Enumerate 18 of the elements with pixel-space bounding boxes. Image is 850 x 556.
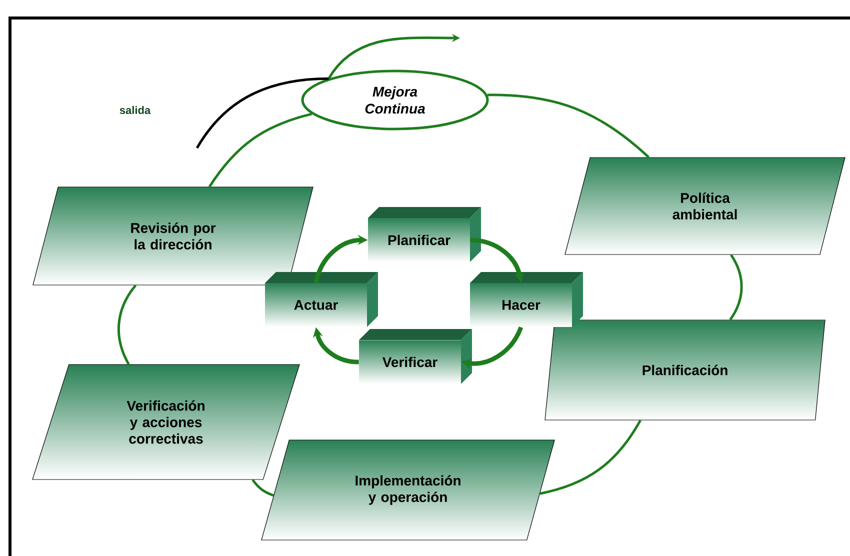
label: salida bbox=[120, 106, 151, 114]
connector-line bbox=[487, 94, 650, 158]
connector-line bbox=[117, 284, 137, 365]
block: Verificar bbox=[359, 329, 472, 384]
parallelogram: Planificación bbox=[544, 320, 826, 420]
oval: Mejora Continua bbox=[301, 70, 489, 130]
block: Hacer bbox=[470, 272, 583, 327]
connector-line bbox=[540, 420, 642, 495]
parallelogram: Implementación y operación bbox=[261, 440, 555, 540]
block: Actuar bbox=[265, 272, 378, 327]
parallelogram: Verificación y acciones correctivas bbox=[32, 364, 300, 480]
connector-line bbox=[729, 254, 743, 320]
connector-line bbox=[196, 77, 329, 149]
parallelogram: Revisión por la dirección bbox=[32, 186, 314, 286]
parallelogram: Política ambiental bbox=[564, 157, 846, 255]
connector-line bbox=[252, 479, 274, 497]
block: Planificar bbox=[368, 207, 481, 262]
connector-line bbox=[208, 112, 312, 188]
